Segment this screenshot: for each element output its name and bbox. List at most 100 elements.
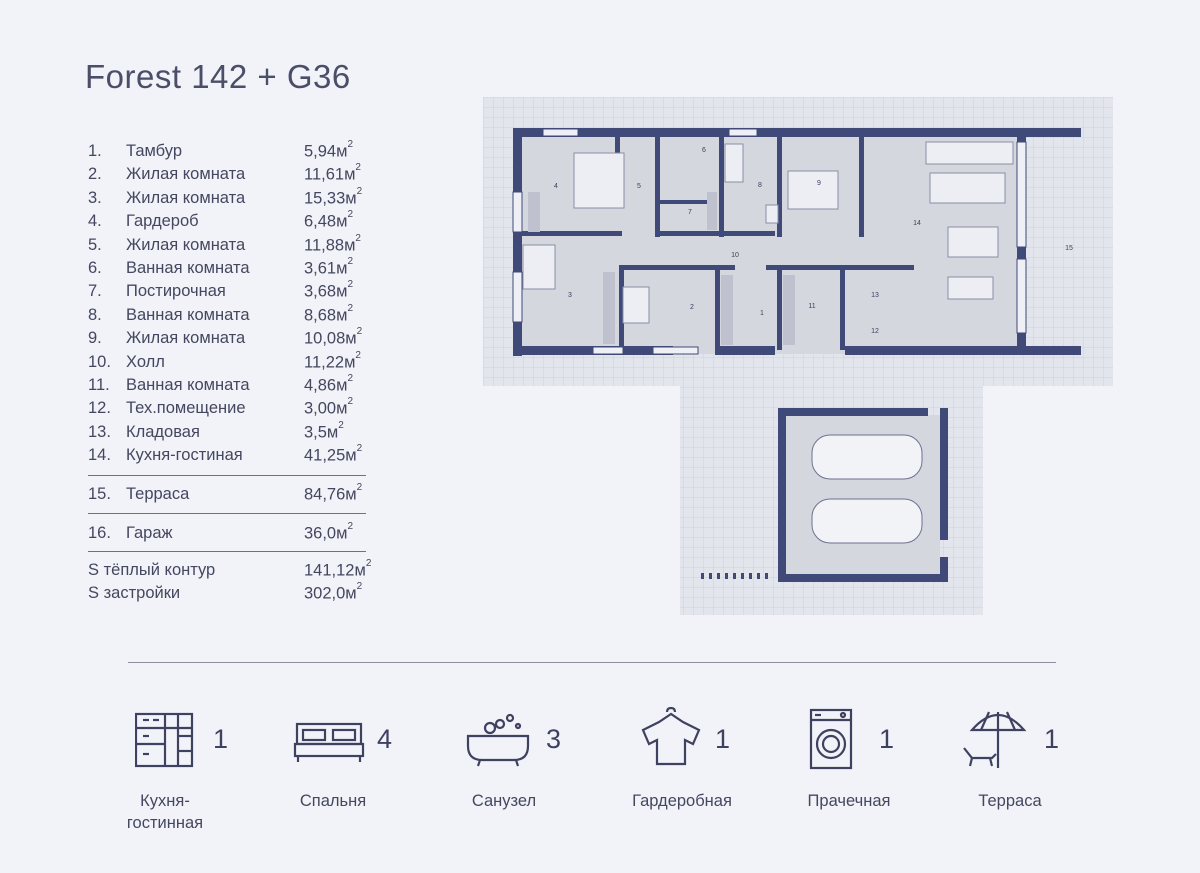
room-number: 12. [88, 399, 111, 418]
room-row: 2. Жилая комната 11,61м2 [88, 162, 368, 186]
room-number: 14. [88, 446, 111, 465]
feature-count: 1 [213, 724, 229, 754]
umbrella-lounger-icon [963, 711, 1027, 768]
room-area: 3,5м2 [304, 419, 344, 442]
room-number: 6. [88, 259, 102, 277]
room-area: 3,61м2 [304, 256, 354, 278]
drain [701, 573, 768, 579]
room-name: Жилая комната [126, 188, 246, 207]
room-area: 11,61м2 [304, 162, 361, 184]
feature-label: Прачечная [807, 792, 891, 810]
page-title: Forest 142 + G36 [85, 58, 351, 95]
total-label: S тёплый контур [88, 561, 216, 579]
room-area: 4,86м2 [304, 373, 354, 395]
room-label: 1 [760, 310, 764, 317]
floor-plan: 1 2 3 4 5 6 7 8 9 10 11 12 13 14 15 16 [483, 97, 1113, 615]
room-row: 14. Кухня-гостиная 41,25м2 [88, 443, 368, 467]
room-area: 11,22м2 [304, 349, 361, 372]
total-label: S застройки [88, 584, 181, 603]
furniture [522, 141, 1014, 324]
room-row: 3. Жилая комната 15,33м2 [88, 185, 368, 210]
room-name: Ванная комната [126, 259, 250, 277]
tshirt-icon [641, 706, 701, 766]
room-name: Постирочная [126, 282, 226, 301]
garage-row: 16. Гараж 36,0м2 [88, 521, 368, 545]
floor-plan-drawing: 1 2 3 4 5 6 7 8 9 10 11 12 13 14 15 16 [483, 97, 1113, 615]
room-number: 3. [88, 188, 102, 207]
room-label: 15 [1065, 245, 1073, 252]
room-number: 1. [88, 142, 102, 160]
room-name: Жилая комната [126, 165, 246, 184]
room-number: 15. [88, 485, 111, 503]
room-row: 5. Жилая комната 11,88м2 [88, 232, 368, 257]
room-name: Гардероб [126, 212, 199, 231]
feature-label: Кухня-гостинная [126, 792, 204, 832]
feature-label: Санузел [471, 792, 537, 810]
room-label: 3 [568, 292, 572, 299]
terrace-row: 15. Терраса 84,76м2 [88, 482, 368, 506]
room-label: 4 [554, 183, 558, 190]
room-area: 11,88м2 [304, 232, 361, 255]
room-area: 5,94м2 [304, 139, 354, 161]
room-number: 10. [88, 352, 111, 371]
room-name: Тех.помещение [126, 399, 246, 418]
feature-label: Терраса [978, 792, 1042, 810]
room-number: 4. [88, 212, 102, 231]
feature-count: 1 [715, 724, 731, 754]
room-area: 8,68м2 [304, 302, 354, 325]
room-label: 8 [758, 182, 762, 189]
cars [811, 434, 923, 544]
room-area: 36,0м2 [304, 521, 354, 543]
room-label: 9 [817, 180, 821, 187]
room-row: 4. Гардероб 6,48м2 [88, 209, 368, 233]
room-label: 6 [702, 147, 706, 154]
room-number: 11. [88, 376, 110, 394]
section-divider [128, 662, 1056, 663]
feature-count: 1 [879, 724, 895, 754]
feature-label: Гардеробная [632, 792, 732, 810]
room-name: Ванная комната [126, 305, 250, 324]
room-number: 2. [88, 165, 102, 184]
washing-machine-icon [809, 708, 853, 770]
bathtub-icon [466, 713, 530, 767]
kitchen-icon [135, 712, 194, 768]
room-name: Кухня-гостиная [126, 446, 243, 465]
room-row: 6. Ванная комната 3,61м2 [88, 256, 368, 280]
room-name: Жилая комната [126, 329, 246, 348]
room-number: 5. [88, 235, 102, 254]
room-number: 16. [88, 524, 111, 542]
room-area: 6,48м2 [304, 209, 354, 231]
room-row: 1. Тамбур 5,94м2 [88, 139, 368, 163]
closets [528, 192, 795, 345]
feature-count: 4 [377, 724, 393, 754]
room-area: 15,33м2 [304, 185, 363, 208]
room-label: 5 [637, 183, 641, 190]
room-name: Тамбур [126, 142, 183, 160]
room-area: 41,25м2 [304, 443, 363, 465]
room-label: 14 [913, 220, 921, 227]
room-name: Жилая комната [126, 235, 246, 254]
room-name: Гараж [126, 524, 173, 542]
room-number: 9. [88, 329, 102, 348]
windows [512, 128, 1027, 355]
feature-label: Спальня [299, 792, 367, 810]
room-label: 10 [731, 252, 739, 259]
total-row: S тёплый контур 141,12м2 [88, 558, 372, 582]
list-divider [88, 513, 366, 514]
room-name: Холл [126, 352, 165, 371]
room-label: 2 [690, 304, 694, 311]
room-label: 7 [688, 209, 692, 216]
room-area: 84,76м2 [304, 482, 363, 504]
bed-icon [293, 722, 365, 762]
room-area: 3,68м2 [304, 279, 354, 301]
garage-walls [778, 408, 948, 582]
feature-count: 3 [546, 724, 562, 754]
total-area: 141,12м2 [304, 558, 372, 580]
room-number: 13. [88, 422, 111, 441]
room-name: Терраса [126, 485, 190, 503]
